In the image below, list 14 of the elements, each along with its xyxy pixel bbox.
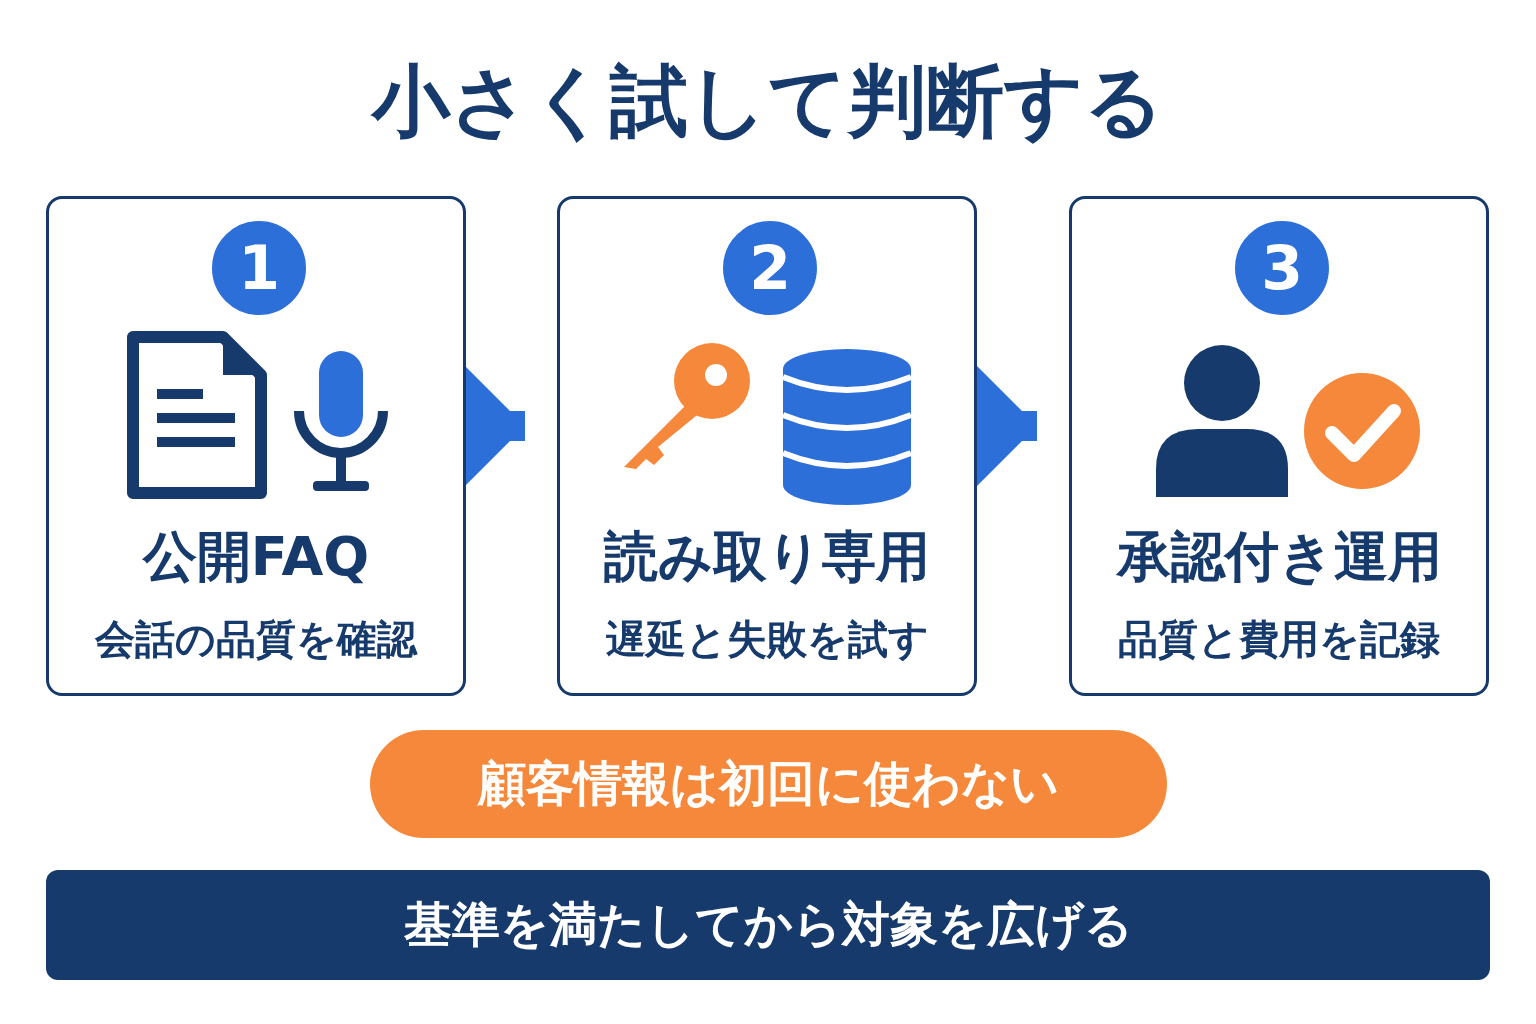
step-note: 会話の品質を確認 <box>93 615 419 664</box>
step-heading: 公開FAQ <box>141 524 371 590</box>
banner: 基準を満たしてから対象を広げる <box>46 870 1490 980</box>
note-pill: 顧客情報は初回に使わない <box>370 730 1167 838</box>
step-card <box>46 196 466 696</box>
step-note: 品質と費用を記録 <box>1117 615 1441 664</box>
arrow <box>465 366 525 486</box>
step-note: 遅延と失敗を試す <box>604 615 930 664</box>
title: 小さく試して判断する <box>369 55 1165 148</box>
step-heading: 読み取り専用 <box>602 524 931 590</box>
step-card <box>1069 196 1489 696</box>
arrow <box>977 366 1037 486</box>
step-heading: 承認付き運用 <box>1115 524 1443 590</box>
step-card <box>557 196 977 696</box>
